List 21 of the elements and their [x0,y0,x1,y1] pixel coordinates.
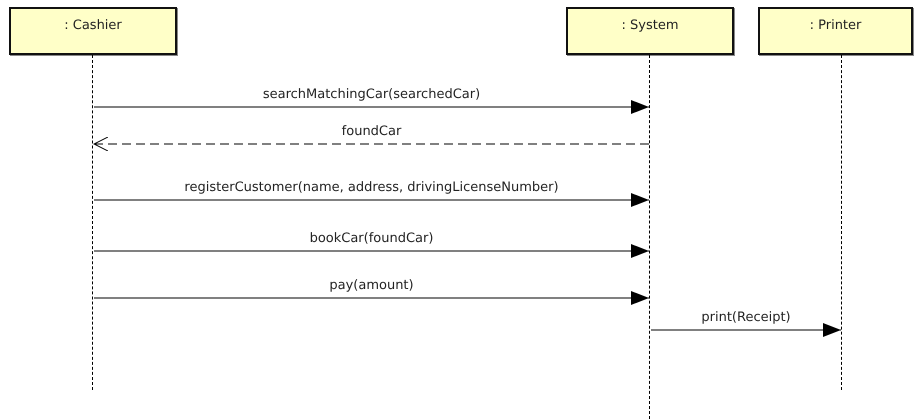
lifeline [649,55,651,419]
message-label: searchMatchingCar(searchedCar) [262,87,480,103]
message-arrow [94,193,650,207]
participant-box [758,7,913,55]
message-arrow [94,291,650,305]
message-arrow [94,136,650,152]
participant-name: : System [622,18,678,34]
lifeline [92,55,94,390]
message-label: registerCustomer(name, address, drivingLicenseNumber) [184,180,559,196]
participant-box [566,7,734,55]
message-arrow [94,244,650,258]
message-arrow [650,323,842,337]
message-arrow [94,100,650,114]
participant-box [9,7,177,55]
participant-name: : Printer [810,18,862,34]
message-label: print(Receipt) [701,310,791,326]
lifeline [841,55,843,390]
message-label: bookCar(foundCar) [310,231,434,247]
participant-name: : Cashier [64,18,122,34]
message-label: pay(amount) [329,278,414,294]
message-label: foundCar [342,124,402,140]
